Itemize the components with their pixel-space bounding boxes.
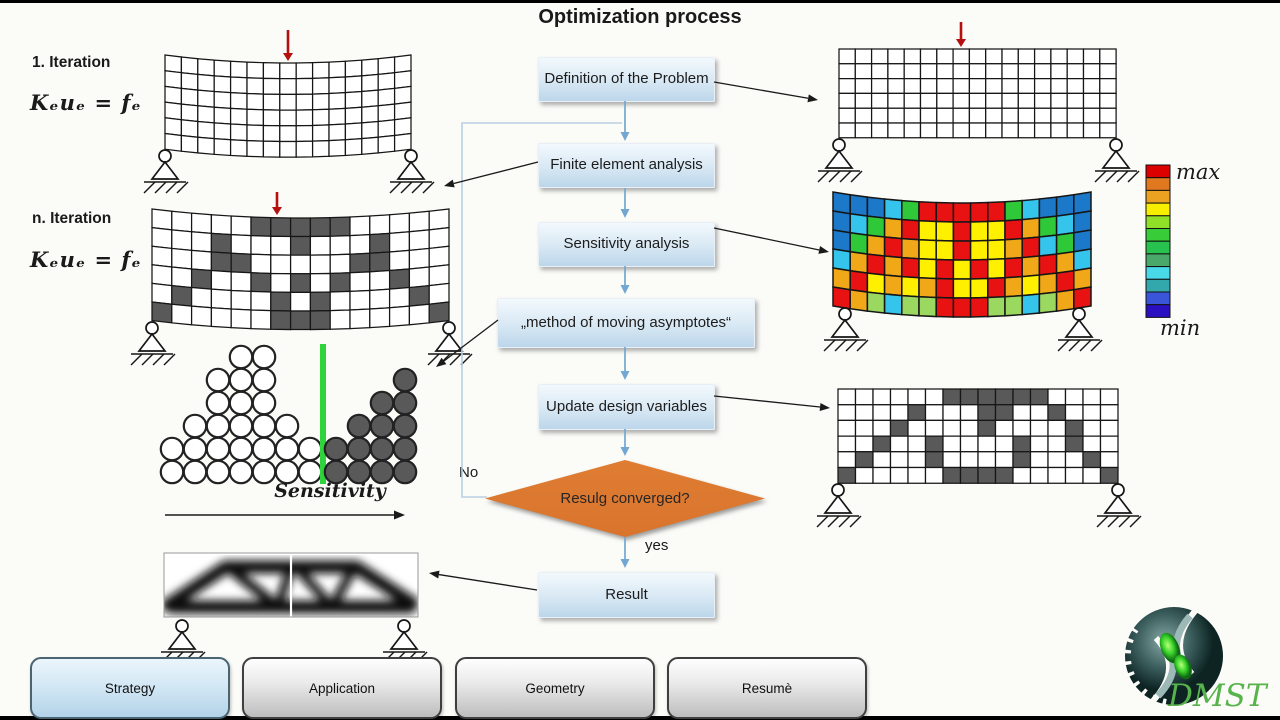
optimized-truss-image	[160, 552, 428, 664]
flow-box-result: Result	[538, 572, 715, 618]
mesh-right-initial	[817, 22, 1140, 183]
decision-label: Resulg converged?	[560, 489, 690, 507]
letterbox-top	[0, 0, 1280, 3]
decision-yes-label: yes	[645, 537, 669, 554]
flow-box-method-of-moving-asymptotes: „method of moving asymptotes“	[497, 298, 755, 348]
iteration-n-equation: Kₑuₑ = fₑ	[30, 247, 142, 272]
sensitivity-heatmap	[823, 191, 1103, 352]
nav-button-geometry[interactable]: Geometry	[455, 657, 655, 719]
flow-box-sensitivity-analysis: Sensitivity analysis	[538, 222, 715, 267]
mesh-initial-iteration	[143, 30, 435, 194]
nav-button-resume[interactable]: Resumè	[667, 657, 867, 719]
mesh-right-updated	[816, 388, 1142, 528]
logo-text: DMST	[1167, 678, 1269, 714]
iteration-1-equation: Kₑuₑ = fₑ	[30, 90, 142, 115]
nav-button-strategy[interactable]: Strategy	[30, 657, 230, 719]
iteration-1-label: 1. Iteration	[32, 54, 111, 71]
flow-box-finite-element-analysis: Finite element analysis	[538, 143, 715, 188]
sensitivity-axis-label: Sensitivity	[274, 480, 386, 502]
sensitivity-circles-diagram	[159, 344, 418, 520]
flow-box-update-design-variables: Update design variables	[538, 384, 715, 430]
decision-diamond-shape: Resulg converged?	[485, 460, 765, 537]
decision-no-label: No	[459, 464, 479, 481]
page-title: Optimization process	[538, 6, 742, 28]
nav-button-application[interactable]: Application	[242, 657, 442, 719]
mesh-iteration-n	[130, 192, 473, 366]
gear-swirl-icon	[1122, 607, 1223, 707]
color-scale-min-label: min	[1160, 316, 1201, 340]
flow-box-problem-definition: Definition of the Problem	[538, 57, 715, 102]
iteration-n-label: n. Iteration	[32, 210, 112, 227]
flow-decision-converged: Resulg converged?	[485, 460, 765, 537]
dmst-logo: DMST	[1122, 607, 1269, 714]
color-scale-max-label: max	[1176, 160, 1221, 184]
color-scale	[1145, 164, 1171, 318]
